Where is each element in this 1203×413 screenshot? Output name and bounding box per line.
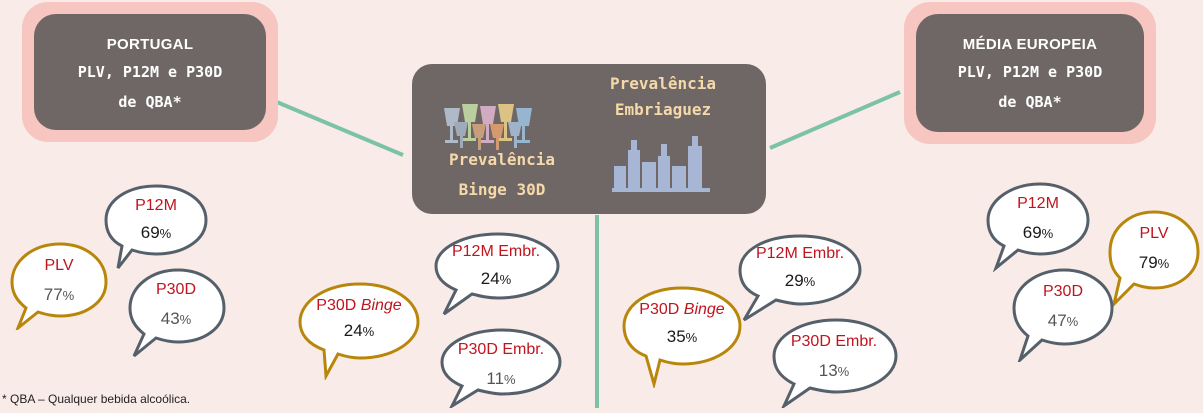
portugal-box: PORTUGAL PLV, P12M e P30D de QBA* [34, 14, 266, 130]
eu-p12m-label: P12M [1017, 195, 1059, 212]
bubble-pt-p30d-embr: P30D Embr. 11% [436, 326, 566, 411]
speech-bubble-shape [738, 234, 862, 322]
bubble-eu-p30d: P30D 47% [1010, 266, 1116, 365]
bubble-pt-plv: PLV 77% [8, 240, 110, 333]
speech-bubble-shape [298, 282, 420, 382]
eu-p30d-binge-value: 35 [666, 327, 686, 346]
bubble-eu-p12m: P12M 69% [982, 180, 1094, 273]
connector-right [769, 90, 901, 150]
pt-p12m-embr-unit: % [499, 272, 512, 287]
bubble-pt-p12m: P12M 69% [100, 182, 212, 272]
footnote: * QBA – Qualquer bebida alcoólica. [2, 392, 191, 406]
bubble-pt-p30d-binge: P30D Binge 24% [296, 280, 422, 382]
embriaguez-line2: Embriaguez [614, 100, 712, 119]
binge-line2: Binge 30D [458, 180, 546, 199]
eu-p12m-embr-value: 29 [784, 271, 804, 290]
europe-box: MÉDIA EUROPEIA PLV, P12M e P30D de QBA* [916, 14, 1144, 132]
eu-plv-value: 79 [1138, 253, 1158, 272]
speech-bubble-shape [440, 328, 562, 411]
portugal-line1: PLV, P12M e P30D [77, 63, 223, 81]
pt-p12m-embr-label: P12M Embr. [451, 243, 541, 260]
eu-p12m-value: 69 [1022, 223, 1042, 242]
eu-p30d-unit: % [1066, 314, 1079, 329]
bubble-eu-p30d-embr: P30D Embr. 13% [766, 316, 902, 411]
europe-title: MÉDIA EUROPEIA [962, 36, 1098, 53]
pt-p12m-value: 69 [140, 223, 160, 242]
binge-line1: Prevalência [449, 150, 555, 169]
speech-bubble-shape [772, 318, 898, 411]
pt-p30d-binge-value: 24 [343, 321, 363, 340]
speech-bubble-shape [128, 268, 226, 358]
pt-plv-label: PLV [44, 257, 74, 274]
bubble-pt-p30d: P30D 43% [124, 266, 228, 358]
pt-p12m-unit: % [159, 226, 172, 241]
portugal-title: PORTUGAL [106, 36, 194, 53]
bubble-eu-plv: PLV 79% [1106, 208, 1202, 309]
bottles-icon [612, 136, 710, 192]
eu-p30d-embr-label: P30D Embr. [790, 333, 878, 350]
speech-bubble-shape [434, 232, 560, 316]
embriaguez-line1: Prevalência [610, 74, 716, 93]
eu-plv-label: PLV [1139, 225, 1169, 242]
bubble-eu-p30d-binge: P30D Binge 35% [620, 284, 744, 390]
eu-p30d-embr-unit: % [837, 364, 850, 379]
speech-bubble-shape [622, 286, 742, 390]
speech-bubble-shape [1012, 268, 1114, 365]
pt-p30d-embr-label: P30D Embr. [457, 341, 545, 358]
portugal-line2: de QBA* [118, 93, 182, 111]
eu-p12m-unit: % [1041, 226, 1054, 241]
europe-line2: de QBA* [998, 93, 1062, 111]
eu-p30d-value: 47 [1047, 311, 1067, 330]
center-box: Prevalência Embriaguez Prevalência Binge… [412, 64, 766, 214]
eu-p30d-embr-value: 13 [818, 361, 838, 380]
pt-p30d-embr-unit: % [504, 372, 516, 387]
pt-p30d-unit: % [179, 312, 192, 327]
eu-p12m-embr-unit: % [803, 274, 816, 289]
pt-p30d-value: 43 [160, 309, 180, 328]
pt-p30d-binge-label: P30D [316, 297, 357, 314]
eu-p30d-binge-label-italic: Binge [683, 301, 725, 318]
eu-plv-unit: % [1157, 256, 1170, 271]
connector-left [271, 98, 404, 157]
eu-p30d-label: P30D [1042, 283, 1084, 300]
pt-p30d-label: P30D [155, 281, 197, 298]
bubble-eu-p12m-embr: P12M Embr. 29% [734, 232, 866, 324]
eu-p30d-binge-unit: % [685, 330, 698, 345]
europe-line1: PLV, P12M e P30D [957, 63, 1103, 81]
pt-p30d-binge-unit: % [362, 324, 375, 339]
bubble-pt-p12m-embr: P12M Embr. 24% [430, 230, 562, 318]
pt-p12m-label: P12M [135, 197, 177, 214]
speech-bubble-shape [10, 242, 108, 333]
speech-bubble-shape [104, 184, 208, 269]
pt-plv-unit: % [62, 288, 75, 303]
eu-p12m-embr-label: P12M Embr. [755, 245, 845, 262]
speech-bubble-shape [1108, 210, 1200, 309]
pt-plv-value: 77 [43, 285, 63, 304]
eu-p30d-binge-label: P30D [639, 301, 680, 318]
wine-glasses-icon [444, 104, 532, 150]
pt-p12m-embr-value: 24 [480, 269, 500, 288]
pt-p30d-binge-label-italic: Binge [360, 297, 402, 314]
pt-p30d-embr-value: 11 [486, 369, 505, 388]
speech-bubble-shape [986, 182, 1090, 273]
